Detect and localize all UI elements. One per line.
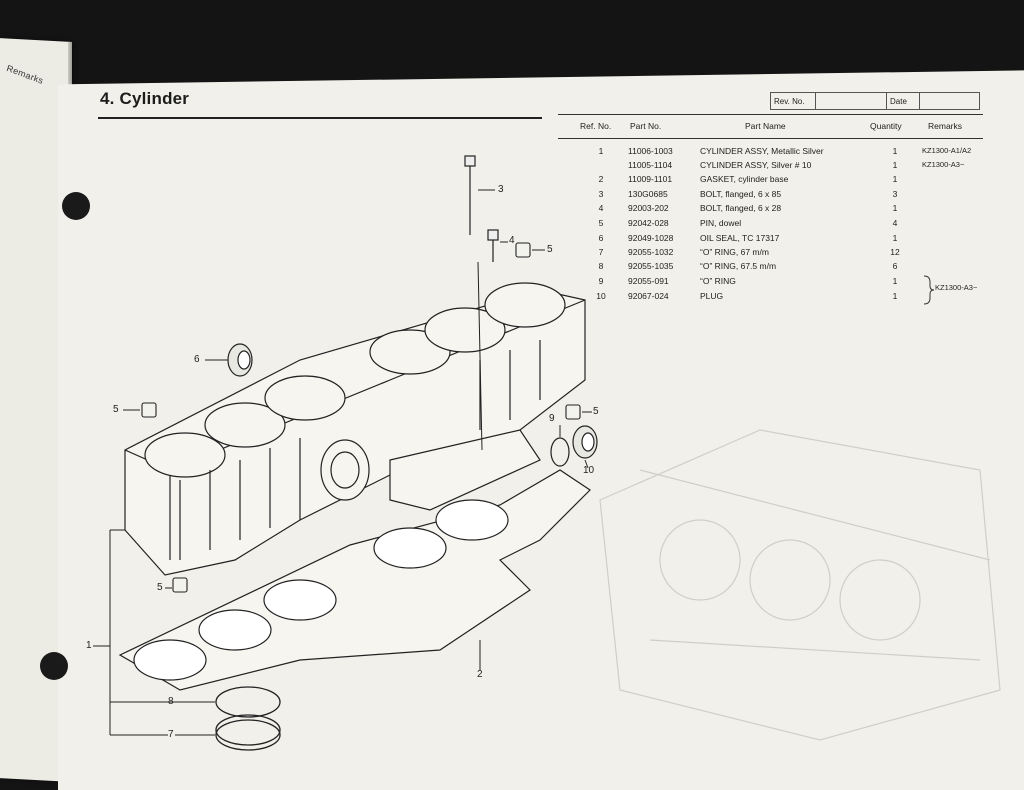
cell-part-name: GASKET, cylinder base bbox=[700, 174, 789, 184]
cell-part-no: 92055-091 bbox=[628, 276, 669, 286]
table-row: 9 92055-091 “O” RING 1 bbox=[0, 276, 1024, 290]
cell-remarks: KZ1300-A3~ bbox=[922, 160, 965, 169]
table-row: 1 11006-1003 CYLINDER ASSY, Metallic Sil… bbox=[0, 146, 1024, 160]
table-row: 4 92003-202 BOLT, flanged, 6 x 28 1 bbox=[0, 203, 1024, 217]
cell-ref: 3 bbox=[598, 189, 604, 199]
cell-part-name: CYLINDER ASSY, Metallic Silver bbox=[700, 146, 824, 156]
callout-1: 1 bbox=[86, 640, 92, 651]
callout-5: 5 bbox=[113, 404, 119, 415]
cell-part-name: BOLT, flanged, 6 x 28 bbox=[700, 203, 782, 213]
table-row: 11005-1104 CYLINDER ASSY, Silver # 10 1 … bbox=[0, 160, 1024, 174]
callout-8: 8 bbox=[168, 696, 174, 707]
cell-part-name: “O” RING bbox=[700, 276, 736, 286]
date-label: Date bbox=[887, 93, 920, 109]
callout-6: 6 bbox=[194, 354, 200, 365]
binder-hole-top bbox=[62, 192, 90, 220]
cell-ref: 5 bbox=[598, 218, 604, 228]
cell-quantity: 1 bbox=[892, 276, 898, 286]
cell-quantity: 1 bbox=[892, 233, 898, 243]
cell-quantity: 3 bbox=[892, 189, 898, 199]
callout-3: 3 bbox=[498, 184, 504, 195]
cell-ref: 10 bbox=[596, 291, 606, 301]
callout-9: 9 bbox=[549, 413, 555, 424]
cell-quantity: 4 bbox=[892, 218, 898, 228]
cell-remarks: KZ1300-A1/A2 bbox=[922, 146, 972, 155]
cell-ref: 7 bbox=[598, 247, 604, 257]
cell-part-name: PIN, dowel bbox=[700, 218, 742, 228]
callout-5: 5 bbox=[157, 582, 163, 593]
cell-part-name: BOLT, flanged, 6 x 85 bbox=[700, 189, 782, 199]
header-part-name: Part Name bbox=[745, 121, 786, 131]
table-row: 6 92049-1028 OIL SEAL, TC 17317 1 bbox=[0, 233, 1024, 247]
header-ref-no: Ref. No. bbox=[580, 121, 612, 131]
revision-box: Rev. No. Date bbox=[770, 92, 980, 110]
cell-quantity: 1 bbox=[892, 174, 898, 184]
callout-2: 2 bbox=[477, 669, 483, 680]
cell-part-no: 92003-202 bbox=[628, 203, 669, 213]
cell-part-no: 11005-1104 bbox=[628, 160, 673, 170]
cell-part-no: 92067-024 bbox=[628, 291, 669, 301]
header-part-no: Part No. bbox=[630, 121, 662, 131]
cell-ref: 6 bbox=[598, 233, 604, 243]
cell-part-no: 11006-1003 bbox=[628, 146, 673, 156]
cell-part-no: 92049-1028 bbox=[628, 233, 674, 243]
callout-5: 5 bbox=[593, 406, 599, 417]
table-row: 10 92067-024 PLUG 1 bbox=[0, 291, 1024, 305]
cell-ref: 4 bbox=[598, 203, 604, 213]
title-underline bbox=[98, 117, 542, 119]
table-row: 2 11009-1101 GASKET, cylinder base 1 bbox=[0, 174, 1024, 188]
cell-quantity: 1 bbox=[892, 160, 898, 170]
left-page-remarks-label: Remarks bbox=[5, 62, 45, 86]
cell-part-name: CYLINDER ASSY, Silver # 10 bbox=[700, 160, 812, 170]
cell-quantity: 1 bbox=[892, 291, 898, 301]
rev-no-value bbox=[816, 93, 887, 109]
table-row: 8 92055-1035 “O” RING, 67.5 m/m 6 bbox=[0, 261, 1024, 275]
rev-no-label: Rev. No. bbox=[771, 93, 816, 109]
table-row: 7 92055-1032 “O” RING, 67 m/m 12 bbox=[0, 247, 1024, 261]
cell-ref: 8 bbox=[598, 261, 604, 271]
cell-part-no: 92055-1032 bbox=[628, 247, 674, 257]
binder-hole-bottom bbox=[40, 652, 68, 680]
cell-part-name: PLUG bbox=[700, 291, 724, 301]
cell-quantity: 12 bbox=[890, 247, 900, 257]
page-title: 4. Cylinder bbox=[100, 89, 190, 108]
callout-10: 10 bbox=[583, 465, 595, 476]
cell-part-no: 92055-1035 bbox=[628, 261, 674, 271]
cell-quantity: 1 bbox=[892, 203, 898, 213]
cell-part-no: 11009-1101 bbox=[628, 174, 673, 184]
cell-ref: 9 bbox=[598, 276, 604, 286]
header-quantity: Quantity bbox=[870, 121, 902, 131]
table-top-rule bbox=[558, 114, 983, 115]
cell-part-name: OIL SEAL, TC 17317 bbox=[700, 233, 780, 243]
bracket-remark: KZ1300-A3~ bbox=[935, 283, 978, 292]
callout-4: 4 bbox=[509, 235, 515, 246]
header-remarks: Remarks bbox=[928, 121, 963, 131]
cell-quantity: 1 bbox=[892, 146, 898, 156]
cell-part-name: “O” RING, 67.5 m/m bbox=[700, 261, 777, 271]
cell-part-no: 130G0685 bbox=[628, 189, 668, 199]
cell-ref: 2 bbox=[598, 174, 604, 184]
date-value bbox=[920, 93, 979, 109]
callout-7: 7 bbox=[168, 729, 174, 740]
cell-quantity: 6 bbox=[892, 261, 898, 271]
cell-ref: 1 bbox=[598, 146, 604, 156]
callout-5: 5 bbox=[547, 244, 553, 255]
table-row: 3 130G0685 BOLT, flanged, 6 x 85 3 bbox=[0, 189, 1024, 203]
cell-part-no: 92042-028 bbox=[628, 218, 669, 228]
table-row: 5 92042-028 PIN, dowel 4 bbox=[0, 218, 1024, 232]
table-header-rule bbox=[558, 138, 983, 139]
cell-part-name: “O” RING, 67 m/m bbox=[700, 247, 769, 257]
